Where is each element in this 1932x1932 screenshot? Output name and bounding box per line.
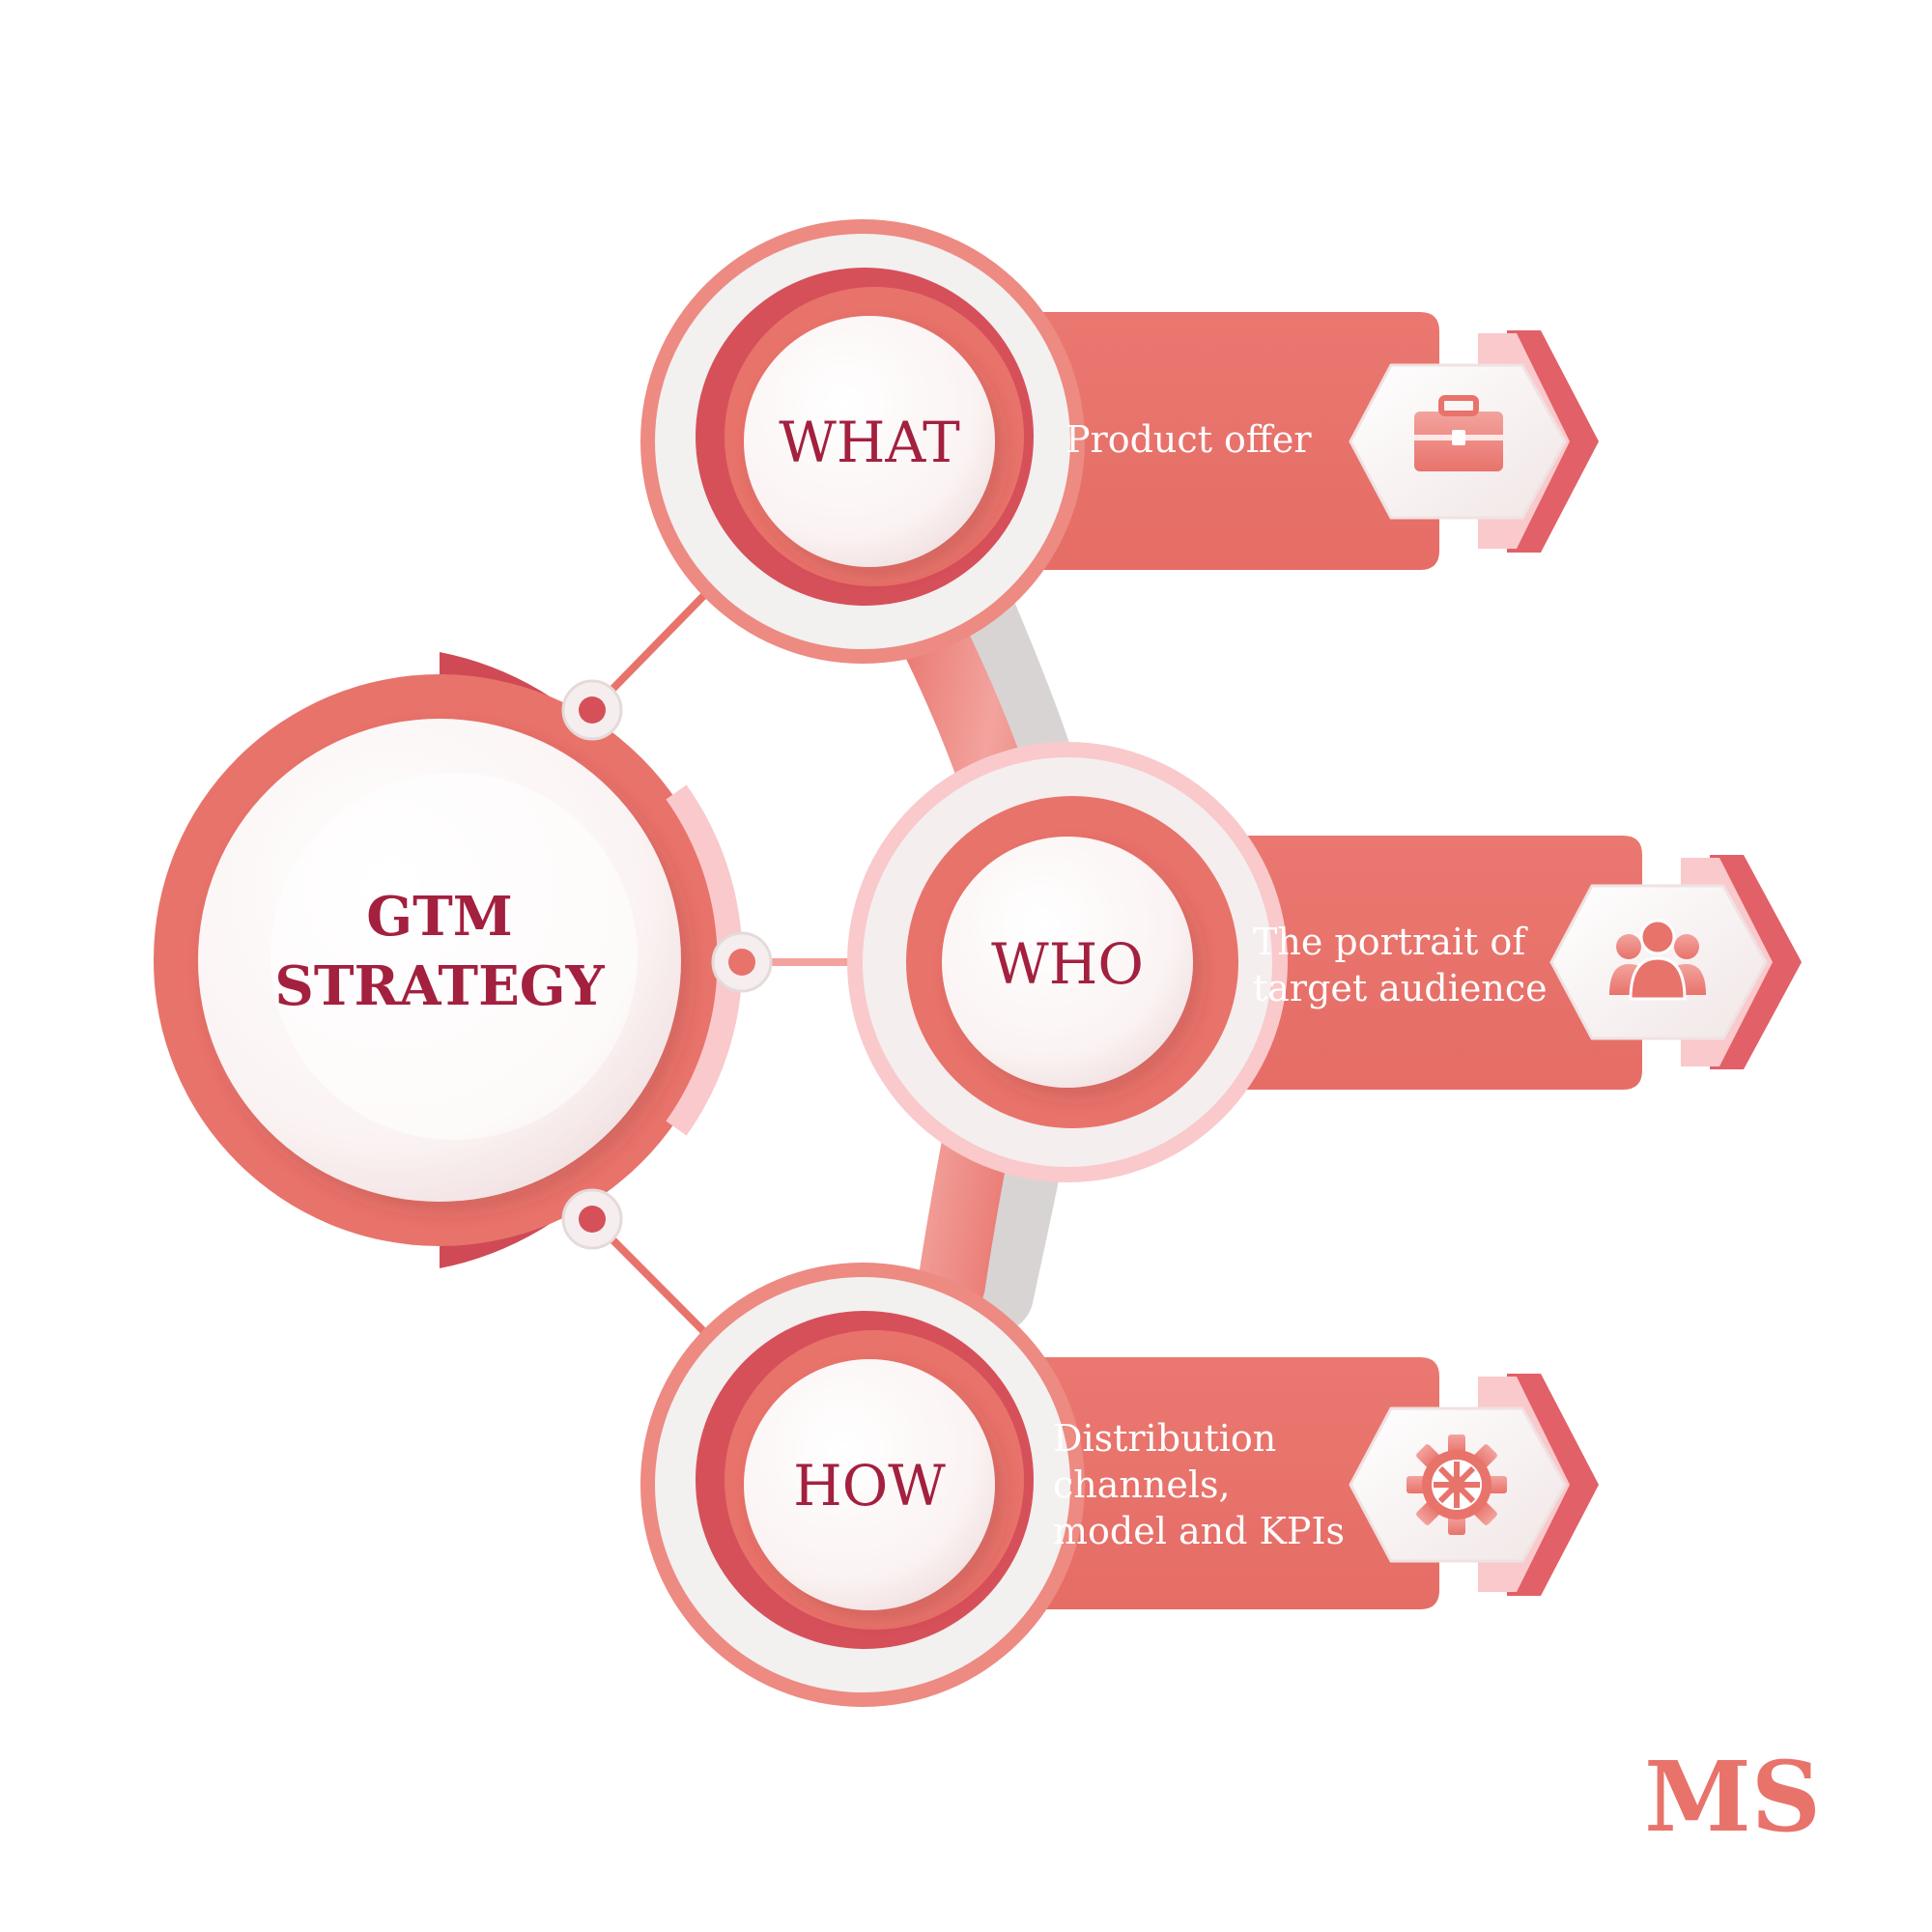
node-who: WHO The portrait of target audience [847,742,1802,1182]
node-how-label: HOW [793,1453,946,1519]
briefcase-icon [1414,395,1503,471]
node-how-description-line3: model and KPIs [1053,1510,1345,1552]
connector-knob-middle [711,931,773,993]
node-what-label: WHAT [779,410,960,475]
center-title-line1: GTM [366,885,512,949]
gear-icon [1406,1435,1507,1535]
node-who-description-line1: The portrait of [1253,921,1528,963]
hex-badge-who [1549,884,1768,1040]
connector-knob-bottom [561,1188,623,1250]
node-how-description-line1: Distribution [1053,1417,1276,1460]
center-node: GTM STRATEGY [154,652,743,1268]
hex-badge-what [1349,363,1567,520]
people-group-icon [1609,919,1706,1001]
node-what: WHAT Product offer [640,219,1599,664]
node-how: HOW Distribution channels, model and KPI… [640,1263,1599,1707]
node-how-description-line2: channels, [1053,1463,1231,1506]
node-what-description-line1: Product offer [1065,418,1312,461]
node-who-label: WHO [991,931,1144,997]
center-title-line2: STRATEGY [274,954,605,1018]
brand-logo: MS [1644,1740,1821,1854]
hex-badge-how [1349,1406,1567,1563]
node-who-description-line2: target audience [1253,967,1548,1009]
connector-knob-top [561,679,623,741]
